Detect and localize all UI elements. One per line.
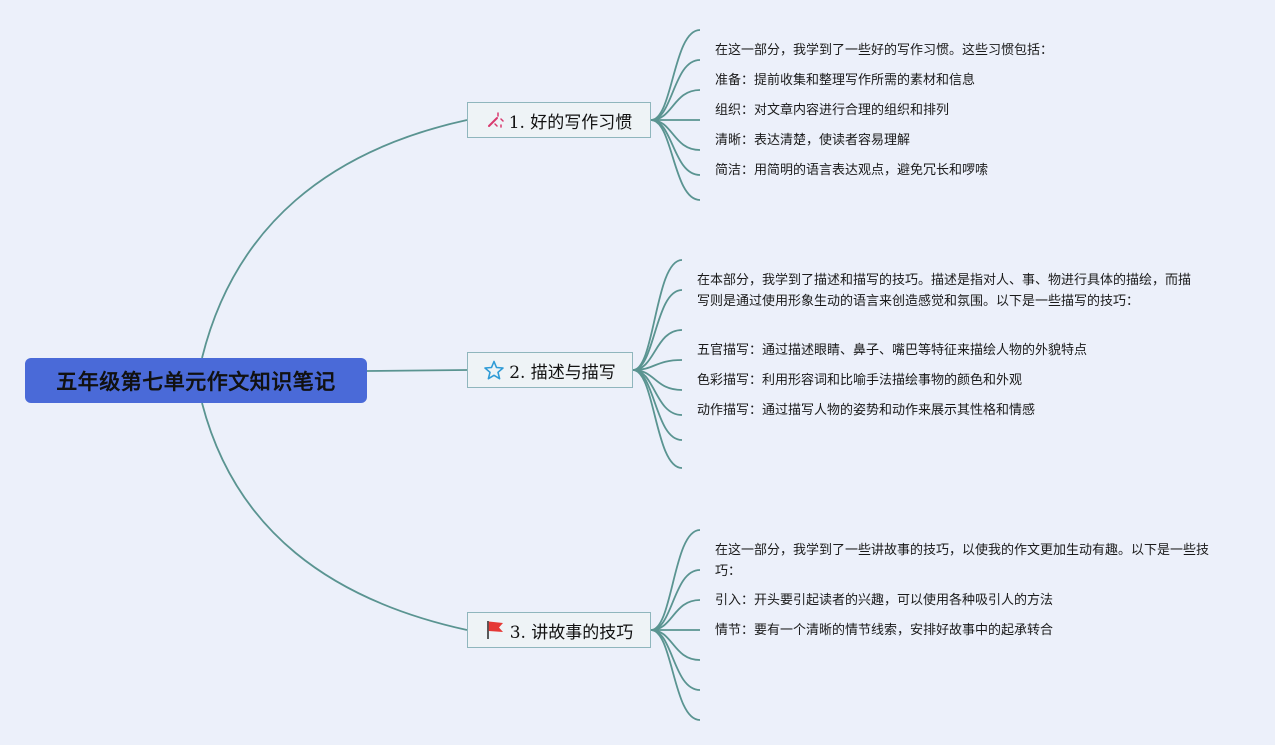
branch-label: 1. 好的写作习惯 bbox=[508, 112, 633, 133]
leaf-text[interactable]: 动作描写：通过描写人物的姿势和动作来展示其性格和情感 bbox=[697, 403, 1036, 418]
leaf-text[interactable]: 情节：要有一个清晰的情节线索，安排好故事中的起承转合 bbox=[715, 623, 1054, 638]
leaf-text[interactable]: 清晰：表达清楚，使读者容易理解 bbox=[715, 133, 911, 148]
connector-branch-2-leaf-7 bbox=[632, 369, 683, 469]
red-flag-icon bbox=[485, 620, 505, 640]
connector-branch-3-leaf-1 bbox=[650, 569, 701, 631]
connector-branch-1-leaf-0 bbox=[650, 29, 701, 121]
connector-branch-3-leaf-0 bbox=[650, 529, 701, 631]
connector-branch-1-leaf-1 bbox=[650, 59, 701, 121]
leaf-text[interactable]: 色彩描写：利用形容词和比喻手法描绘事物的颜色和外观 bbox=[697, 373, 1023, 388]
leaf-text[interactable]: 五官描写：通过描述眼睛、鼻子、嘴巴等特征来描绘人物的外貌特点 bbox=[697, 343, 1088, 358]
central-topic[interactable]: 五年级第七单元作文知识笔记 bbox=[25, 358, 367, 403]
central-topic-label: 五年级第七单元作文知识笔记 bbox=[56, 369, 336, 394]
connector-branch-1-leaf-6 bbox=[650, 119, 701, 201]
connector-root-branch-3 bbox=[201, 402, 468, 631]
magic-wand-icon bbox=[486, 111, 504, 129]
leaf-text[interactable]: 准备：提前收集和整理写作所需的素材和信息 bbox=[715, 73, 976, 88]
connector-branch-2-leaf-1 bbox=[632, 289, 683, 371]
branch-description-depiction[interactable]: 2. 描述与描写 bbox=[467, 352, 633, 388]
branch-label: 2. 描述与描写 bbox=[509, 362, 616, 383]
branch-writing-habits[interactable]: 1. 好的写作习惯 bbox=[467, 102, 651, 138]
star-outline-icon bbox=[484, 360, 504, 380]
connector-root-branch-2 bbox=[366, 369, 468, 372]
leaf-text[interactable]: 在这一部分，我学到了一些好的写作习惯。这些习惯包括： bbox=[715, 43, 1054, 58]
connector-root-branch-1 bbox=[201, 119, 468, 359]
connector-branch-2-leaf-0 bbox=[632, 259, 683, 371]
connector-branch-3-leaf-6 bbox=[650, 629, 701, 721]
leaf-text[interactable]: 简洁：用简明的语言表达观点，避免冗长和啰嗦 bbox=[715, 163, 989, 178]
leaf-text[interactable]: 引入：开头要引起读者的兴趣，可以使用各种吸引人的方法 bbox=[715, 593, 1054, 608]
branch-storytelling-skills[interactable]: 3. 讲故事的技巧 bbox=[467, 612, 651, 648]
leaf-text[interactable]: 在这一部分，我学到了一些讲故事的技巧，以使我的作文更加生动有趣。以下是一些技巧： bbox=[715, 543, 1210, 579]
leaf-text[interactable]: 在本部分，我学到了描述和描写的技巧。描述是指对人、事、物进行具体的描绘，而描写则… bbox=[697, 273, 1192, 309]
branch-label: 3. 讲故事的技巧 bbox=[509, 622, 634, 643]
leaf-text[interactable]: 组织：对文章内容进行合理的组织和排列 bbox=[715, 103, 950, 118]
